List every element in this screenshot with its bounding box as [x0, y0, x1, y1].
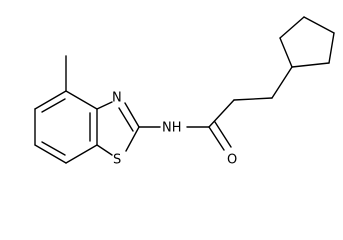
bond-cp-3 [303, 16, 335, 34]
bond-cp-1 [279, 37, 293, 68]
bond-cp-5 [291, 62, 330, 68]
atom-label-s-ring: S [113, 153, 121, 168]
side-chain [138, 66, 293, 151]
bond-benzene-double-a [41, 98, 66, 113]
bond-benzene-double-b [41, 141, 66, 156]
bond-carbonyl-o [208, 126, 225, 151]
bond-benzene-4 [65, 144, 98, 164]
atom-label-n-ring: N [112, 91, 122, 106]
bond-c-n-ring [96, 101, 113, 110]
bond-benzene-1 [34, 90, 67, 110]
bond-n-c2-ring [124, 102, 140, 128]
bond-cp-2 [279, 16, 305, 39]
bond-cp-4 [328, 32, 335, 64]
bond-n-c2-ring-double [118, 107, 134, 132]
bond-c2-s-ring [125, 126, 140, 152]
atom-label-nh: NH [162, 121, 182, 136]
benzene-ring [34, 90, 98, 164]
structure-diagram-canvas: N S NH O [34, 16, 335, 168]
atom-label-o: O [227, 153, 237, 168]
bond-ch2-ch2 [233, 97, 273, 101]
bond-benzene-6 [65, 90, 98, 110]
structure-svg: N S NH O [34, 16, 335, 168]
thiazole-ring [96, 101, 140, 156]
bond-benzene-3 [34, 144, 67, 164]
cyclopentane-ring [279, 16, 335, 68]
bond-carbonyl-o-double [214, 121, 232, 148]
bond-ch2-cyclopentyl [271, 66, 293, 99]
bond-carbonyl-ch2 [208, 99, 235, 128]
bond-s-c-ring [96, 144, 113, 156]
